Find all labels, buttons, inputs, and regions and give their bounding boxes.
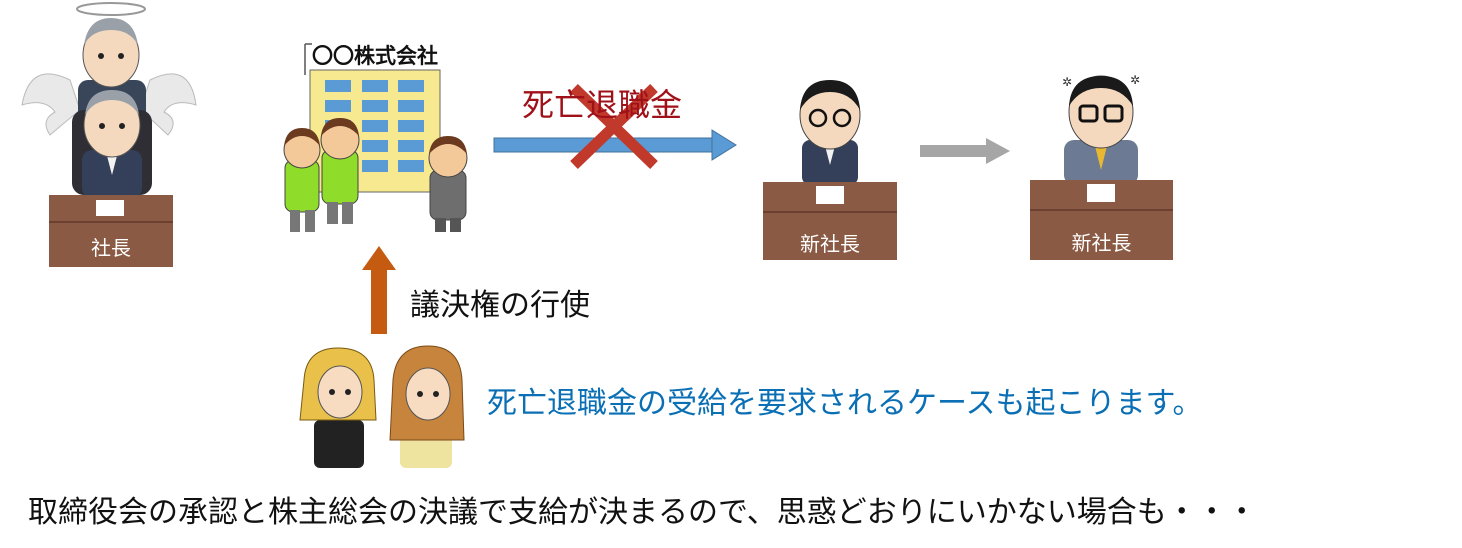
name-plate <box>96 200 124 216</box>
angel-wings-icon <box>21 73 81 136</box>
transition-arrow <box>920 138 1010 164</box>
retirement-arrow <box>493 129 737 161</box>
company-group <box>283 43 468 232</box>
case-label: 死亡退職金の受給を要求されるケースも起こります。 <box>487 386 1203 421</box>
vote-label: 議決権の行使 <box>410 288 590 323</box>
cross-mark-icon <box>570 84 658 169</box>
sweat-mark-icon: ✲ <box>1062 75 1072 89</box>
svg-text:✲: ✲ <box>1130 73 1140 87</box>
heir-figure <box>299 347 377 468</box>
desk-label-new-president-1: 新社長 <box>800 232 860 256</box>
heir-figure <box>389 345 465 468</box>
employee-figure <box>320 118 360 224</box>
desk-label-old-president: 社長 <box>91 236 131 260</box>
halo-icon <box>76 2 146 16</box>
deceased-president-group <box>21 2 197 267</box>
new-president-1-group <box>763 80 897 260</box>
vote-arrow <box>362 246 396 334</box>
new-president-2-group: ✲ ✲ <box>1030 73 1173 260</box>
employee-figure <box>428 136 468 232</box>
employee-figure <box>283 128 321 232</box>
desk-label-new-president-2: 新社長 <box>1071 231 1132 255</box>
company-name: 〇〇株式会社 <box>312 44 438 68</box>
retirement-allowance-label: 死亡退職金 <box>522 86 683 124</box>
bottom-caption: 取締役会の承認と株主総会の決議で支給が決まるので、思惑どおりにいかない場合も・・… <box>28 495 1257 530</box>
